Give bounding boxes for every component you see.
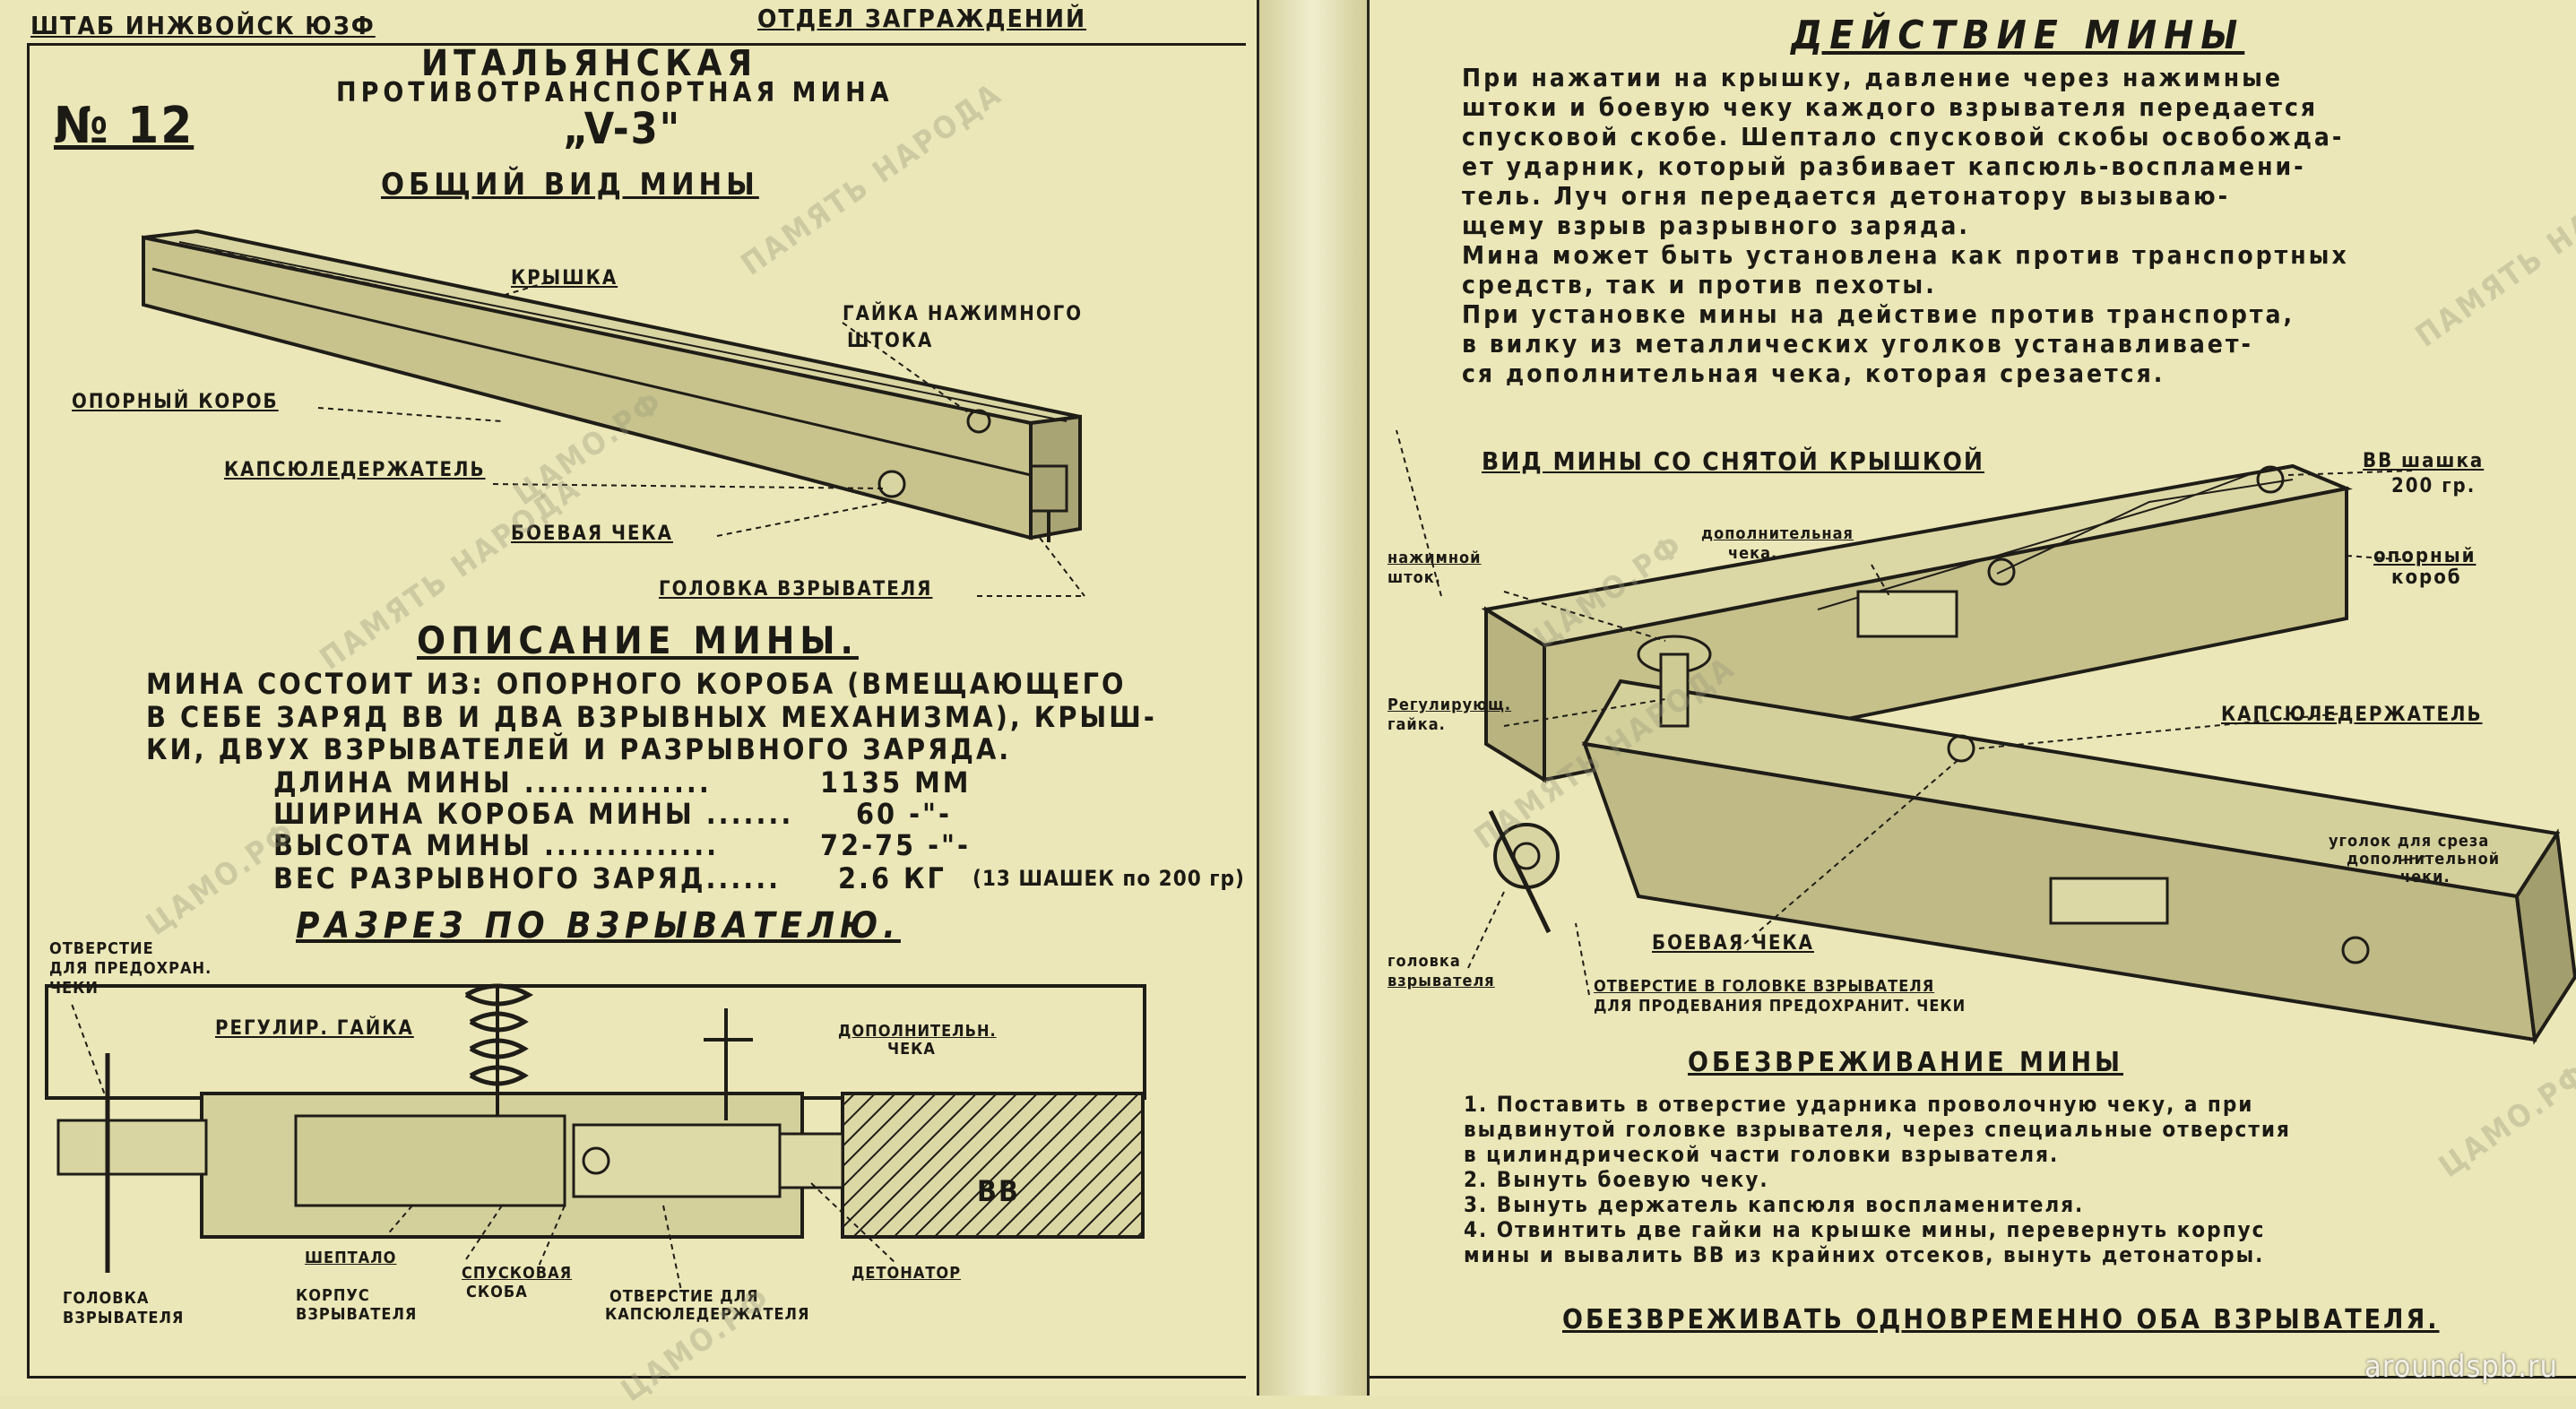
view-title: ВИД МИНЫ СО СНЯТОЙ КРЫШКОЙ [1482,446,1985,476]
right-page: ДЕЙСТВИЕ МИНЫ При нажатии на крышку, дав… [1367,0,2576,1396]
bottom-rule [27,1376,1246,1379]
label-extra-pin-2: чека. [1728,544,1778,563]
label-lid: КРЫШКА [511,267,618,290]
action-text: При нажатии на крышку, давление через на… [1462,63,2349,388]
label-support-box-right: опорный [2373,545,2477,567]
section-label-sear: ШЕПТАЛО [305,1249,397,1267]
spec-charge-name: ВЕС РАЗРЫВНОГО ЗАРЯД...... [273,861,782,895]
sheet-number: № 12 [54,97,194,155]
action-line: щему взрыв разрывного заряда. [1462,211,1970,240]
section-label-hole-2: ДЛЯ ПРЕДОХРАН. [49,959,212,978]
label-support-box: ОПОРНЫЙ КОРОБ [72,391,279,413]
label-nut: ГАЙКА НАЖИМНОГО [843,303,1084,325]
section-label-extra-pin: ДОПОЛНИТЕЛЬН. [838,1022,997,1041]
disarm-text: 1. Поставить в отверстие ударника провол… [1464,1092,2291,1267]
section-label-body-2: ВЗРЫВАТЕЛЯ [296,1305,418,1324]
spec-charge-note: (13 ШАШЕК по 200 гр) [972,866,1245,891]
section-label-head-2: ВЗРЫВАТЕЛЯ [63,1309,185,1327]
top-rule [27,43,1246,46]
action-line: в вилку из металлических уголков устанав… [1462,329,2253,359]
mine-open-view-drawing [1396,429,2576,1045]
disarm-line: 4. Отвинтить две гайки на крышке мины, п… [1464,1217,2266,1242]
section-title: РАЗРЕЗ ПО ВЗРЫВАТЕЛЮ. [296,905,901,947]
spec-length-name: ДЛИНА МИНЫ ............... [273,765,712,800]
label-extra-pin: дополнительная [1701,524,1854,543]
dept-header: ОТДЕЛ ЗАГРАЖДЕНИЙ [757,4,1087,33]
disarm-line: в цилиндрической части головки взрывател… [1464,1142,2060,1167]
label-head-right: головка [1387,952,1461,971]
action-line: ет ударник, который разбивает капсюль-во… [1462,151,2306,181]
spec-height-name: ВЫСОТА МИНЫ .............. [273,828,720,862]
section-label-reg-nut: РЕГУЛИР. ГАЙКА [215,1017,414,1040]
description-title: ОПИСАНИЕ МИНЫ. [417,618,859,662]
page-gutter [1259,0,1367,1396]
action-line: штоки и боевую чеку каждого взрывателя п… [1462,92,2319,122]
disarm-final-instruction: ОБЕЗВРЕЖИВАТЬ ОДНОВРЕМЕННО ОБА ВЗРЫВАТЕЛ… [1562,1304,2440,1336]
left-page: ШТАБ ИНЖВОЙСК ЮЗФ ОТДЕЛ ЗАГРАЖДЕНИЙ ИТАЛ… [0,0,1259,1409]
label-support-box-right-2: короб [2391,566,2462,589]
section-label-body: КОРПУС [296,1286,370,1305]
hq-header: ШТАБ ИНЖВОЙСК ЮЗФ [30,11,376,40]
section-label-extra-pin-2: ЧЕКА [887,1040,936,1059]
disarm-line: 1. Поставить в отверстие ударника провол… [1464,1092,2254,1117]
label-reg-nut-2: гайка. [1387,715,1446,734]
section-label-hole-cap: ОТВЕРСТИЕ ДЛЯ [609,1287,759,1306]
action-line: тель. Луч огня передается детонатору выз… [1462,181,2231,211]
action-line: средств, так и против пехоты. [1462,270,1937,299]
spec-height-value: 72-75 -"- [820,828,971,862]
action-line: ся дополнительная чека, которая срезаетс… [1462,359,2165,388]
left-rule [27,43,30,1379]
action-line: Мина может быть установлена как против т… [1462,240,2349,270]
section-label-trigger: СПУСКОВАЯ [462,1264,573,1283]
label-vv-block-2: 200 гр. [2391,475,2477,497]
label-angle: уголок для среза [2329,832,2490,851]
spec-width-value: 60 -"- [856,797,952,831]
title-line-3: „V-3" [563,104,682,154]
description-line-1: МИНА СОСТОИТ ИЗ: ОПОРНОГО КОРОБА (ВМЕЩАЮ… [146,667,1127,701]
title-line-2: ПРОТИВОТРАНСПОРТНАЯ МИНА [336,77,894,108]
label-reg-nut: Регулирующ. [1387,696,1512,714]
description-line-2: В СЕБЕ ЗАРЯД ВВ И ДВА ВЗРЫВНЫХ МЕХАНИЗМА… [146,700,1157,734]
label-combat-pin-right: БОЕВАЯ ЧЕКА [1652,932,1814,955]
right-bottom-rule [1370,1376,2576,1379]
title-line-1: ИТАЛЬЯНСКАЯ [421,43,758,84]
label-angle-2: дополнительной [2347,850,2501,869]
action-line: При установке мины на действие против тр… [1462,299,2295,329]
site-watermark: aroundspb.ru [2364,1349,2558,1385]
label-head-hole-2: ДЛЯ ПРОДЕВАНИЯ ПРЕДОХРАНИТ. ЧЕКИ [1594,997,1967,1016]
label-vv-block: ВВ шашка [2363,450,2485,472]
disarm-title: ОБЕЗВРЕЖИВАНИЕ МИНЫ [1688,1047,2124,1078]
section-label-head: ГОЛОВКА [63,1289,150,1308]
action-line: спусковой скобе. Шептало спусковой скобы… [1462,122,2345,151]
disarm-line: выдвинутой головке взрывателя, через спе… [1464,1117,2291,1142]
section-label-vv: ВВ [977,1174,1020,1208]
disarm-line: 3. Вынуть держатель капсюля воспламените… [1464,1192,2085,1217]
spec-length-value: 1135 ММ [820,765,972,800]
spec-width-name: ШИРИНА КОРОБА МИНЫ ....... [273,797,794,831]
general-view-title: ОБЩИЙ ВИД МИНЫ [381,167,759,203]
label-head-hole: ОТВЕРСТИЕ В ГОЛОВКЕ ВЗРЫВАТЕЛЯ [1594,977,1935,996]
label-pressure-rod: нажимной [1387,549,1482,567]
label-pressure-rod-2: шток. [1387,568,1441,587]
mine-general-view-drawing [45,229,1146,1292]
label-capsule-holder-right: КАПСЮЛЕДЕРЖАТЕЛЬ [2221,704,2483,726]
label-capsule-holder: КАПСЮЛЕДЕРЖАТЕЛЬ [224,459,486,481]
disarm-line: 2. Вынуть боевую чеку. [1464,1167,1769,1192]
label-angle-3: чеки. [2400,868,2451,886]
description-line-3: КИ, ДВУХ ВЗРЫВАТЕЛЕЙ И РАЗРЫВНОГО ЗАРЯДА… [146,732,1012,766]
label-combat-pin: БОЕВАЯ ЧЕКА [511,523,673,545]
label-fuze-head: ГОЛОВКА ВЗРЫВАТЕЛЯ [659,578,933,601]
section-label-hole: ОТВЕРСТИЕ [49,939,154,958]
action-title: ДЕЙСТВИЕ МИНЫ [1791,13,2245,58]
section-label-hole-cap-2: КАПСЮЛЕДЕРЖАТЕЛЯ [605,1305,810,1324]
disarm-line: мины и вывалить ВВ из крайних отсеков, в… [1464,1242,2265,1267]
label-nut-2: ШТОКА [847,330,934,352]
label-head-right-2: взрывателя [1387,972,1495,990]
section-label-trigger-2: СКОБА [466,1283,528,1301]
spec-charge-value: 2.6 КГ [838,861,947,895]
section-label-detonator: ДЕТОНАТОР [851,1264,962,1283]
action-line: При нажатии на крышку, давление через на… [1462,63,2283,92]
section-label-hole-3: ЧЕКИ [49,979,99,998]
